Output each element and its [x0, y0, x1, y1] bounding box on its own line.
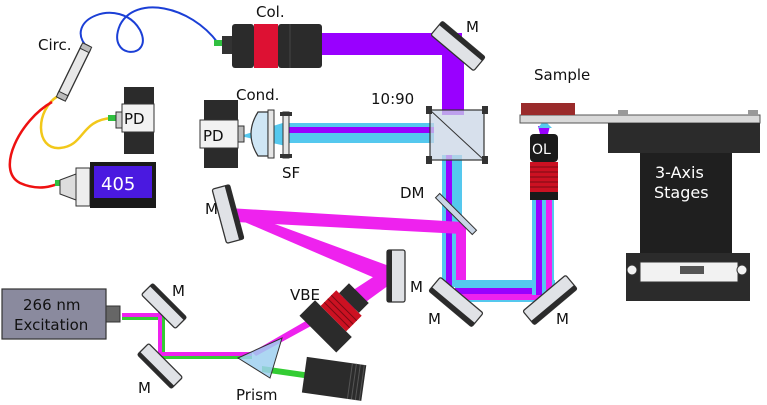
stage-screws	[618, 110, 758, 116]
beam-bottom-405	[455, 288, 555, 294]
beam-405-thin-horizontal	[286, 127, 434, 133]
beam-to-prism-g	[162, 356, 252, 359]
laser-405	[59, 162, 156, 208]
sample-holder-plate	[519, 114, 761, 124]
sample-label: Sample	[534, 66, 590, 84]
stages-label-line1: 3-Axis	[655, 163, 704, 182]
objective-lens	[530, 120, 558, 200]
condenser-label: Cond.	[236, 86, 279, 104]
dichroic-label: DM	[400, 184, 425, 202]
fiber-blue	[79, 6, 219, 53]
excitation-label-line1: 266 nm	[23, 296, 81, 314]
mirror-bottom-right	[522, 275, 578, 325]
beam-405-horizontal	[322, 33, 462, 55]
fiber-cables	[8, 6, 224, 189]
beam-exc-vertical-g	[162, 300, 165, 360]
mirror-exc-bottom	[137, 343, 183, 389]
variable-beam-expander	[299, 283, 369, 353]
laser-405-label: 405	[101, 174, 135, 195]
mirror-bottom-mid-label: M	[428, 310, 441, 328]
collimator	[222, 24, 322, 68]
mirror-top-right	[430, 21, 486, 71]
photodiode-left	[199, 100, 245, 168]
fiber-yellow	[39, 94, 113, 150]
excitation-laser-266	[1, 288, 121, 340]
circulator	[55, 42, 93, 102]
mirror-bottom-mid	[428, 277, 484, 327]
collimator-label: Col.	[256, 3, 285, 21]
fiber-connector-blue	[214, 40, 224, 46]
excitation-label-line2: Excitation	[14, 316, 88, 334]
mirror-exc-top	[141, 283, 187, 329]
beam-up-405	[536, 195, 542, 295]
circulator-label: Circ.	[38, 36, 72, 54]
spatial-filter-label: SF	[282, 164, 300, 182]
fiber-red	[8, 100, 61, 189]
beam-prism-green-out	[262, 366, 318, 380]
spatial-filter	[280, 111, 292, 159]
objective-label: OL	[532, 142, 551, 158]
beam-exc-horizontal-g	[122, 317, 162, 320]
mirror-exc-top-label: M	[172, 282, 185, 300]
stages-label-line2: Stages	[654, 183, 709, 202]
beam-uv-vertical	[456, 225, 466, 295]
three-axis-stages	[608, 123, 760, 301]
prism	[236, 337, 283, 379]
condenser-lens	[250, 109, 275, 159]
vbe-label: VBE	[290, 286, 320, 304]
beam-splitter	[426, 106, 488, 164]
mirror-bottom-right-label: M	[556, 310, 569, 328]
sample	[521, 103, 575, 115]
mirror-vbe	[386, 249, 406, 303]
photodiode-top	[115, 87, 155, 154]
fiber-connector-yellow	[108, 115, 118, 121]
beam-exc-horizontal	[122, 313, 162, 317]
beam-to-prism	[162, 352, 252, 356]
mirror-left-mid	[211, 184, 245, 244]
mirror-vbe-label: M	[410, 278, 423, 296]
beam-bottom-uv	[455, 294, 555, 300]
prism-label: Prism	[236, 386, 278, 404]
pd-top-label: PD	[124, 110, 145, 128]
beam-dump	[301, 356, 367, 401]
beam-uv-dm-to-mirror	[228, 208, 462, 234]
beam-uv-diagonal	[226, 212, 400, 282]
fiber-connector-red	[55, 180, 63, 186]
splitter-label: 10:90	[371, 90, 414, 108]
beam-up-uv	[546, 195, 552, 295]
mirror-top-right-label: M	[466, 18, 479, 36]
beam-exc-vertical	[158, 300, 162, 360]
mirror-left-mid-label: M	[205, 200, 218, 218]
dichroic-mirror	[434, 192, 478, 236]
pd-left-label: PD	[203, 127, 224, 145]
mirror-exc-bottom-label: M	[138, 379, 151, 397]
